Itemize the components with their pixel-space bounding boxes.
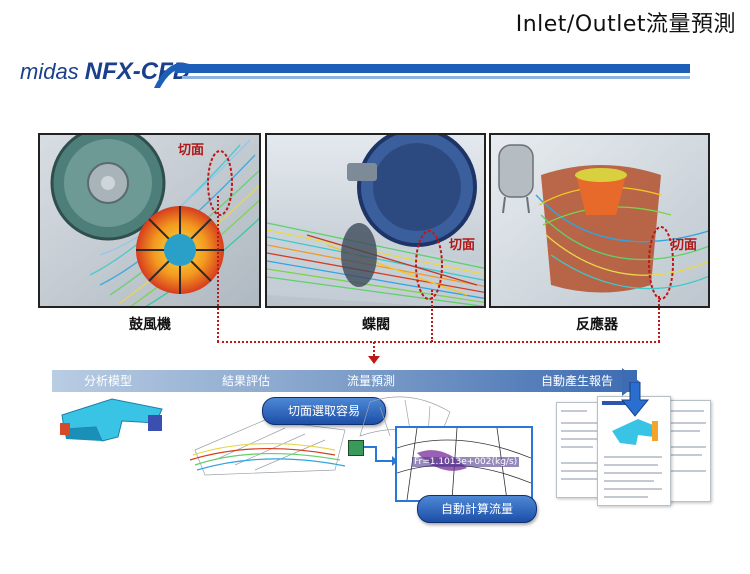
caption-valve: 蝶閥 [362,317,390,333]
valve-image [267,135,484,306]
zoom-arrow-icon [364,446,398,466]
panel-butterfly-valve: 切面 [265,133,486,308]
connector-blower [217,196,219,342]
step-auto-report: 自動產生報告 [541,374,614,388]
blower-image [40,135,259,306]
analysis-model-image [60,398,163,442]
step-analysis-model: 分析模型 [84,374,133,388]
connector-horizontal [217,341,660,343]
connector-reactor [658,296,660,342]
process-bar [52,370,637,392]
logo-text-light: midas [20,59,85,84]
arrow-down-icon [368,356,380,364]
report-page-right [665,400,711,502]
panel-blower: 切面 [38,133,261,308]
caption-reactor: 反應器 [576,317,618,333]
report-page-center [597,396,671,506]
result-evaluation-image [189,419,346,476]
callout-auto-flow: 自動計算流量 [417,495,537,523]
step-result-evaluation: 結果評估 [222,374,271,388]
connector-down [373,342,375,356]
cut-label-blower: 切面 [178,143,205,158]
cut-plane-thumbnail [348,440,364,456]
reactor-image [491,135,708,306]
callout-cut-selection: 切面選取容易 [262,397,386,425]
header-stripe [175,64,690,73]
header-stripe-thin [182,76,690,79]
page-title: Inlet/Outlet流量預測 [515,12,736,37]
panel-reactor: 切面 [489,133,710,308]
step-flow-prediction: 流量預測 [347,374,396,388]
cut-label-reactor: 切面 [671,238,698,253]
caption-blower: 鼓風機 [129,317,171,333]
report-arrow-icon [620,382,650,417]
connector-valve [431,290,433,342]
cut-label-valve: 切面 [449,238,476,253]
flow-rate-readout: Fr=1.1013e+002(kg/s) [412,457,520,467]
